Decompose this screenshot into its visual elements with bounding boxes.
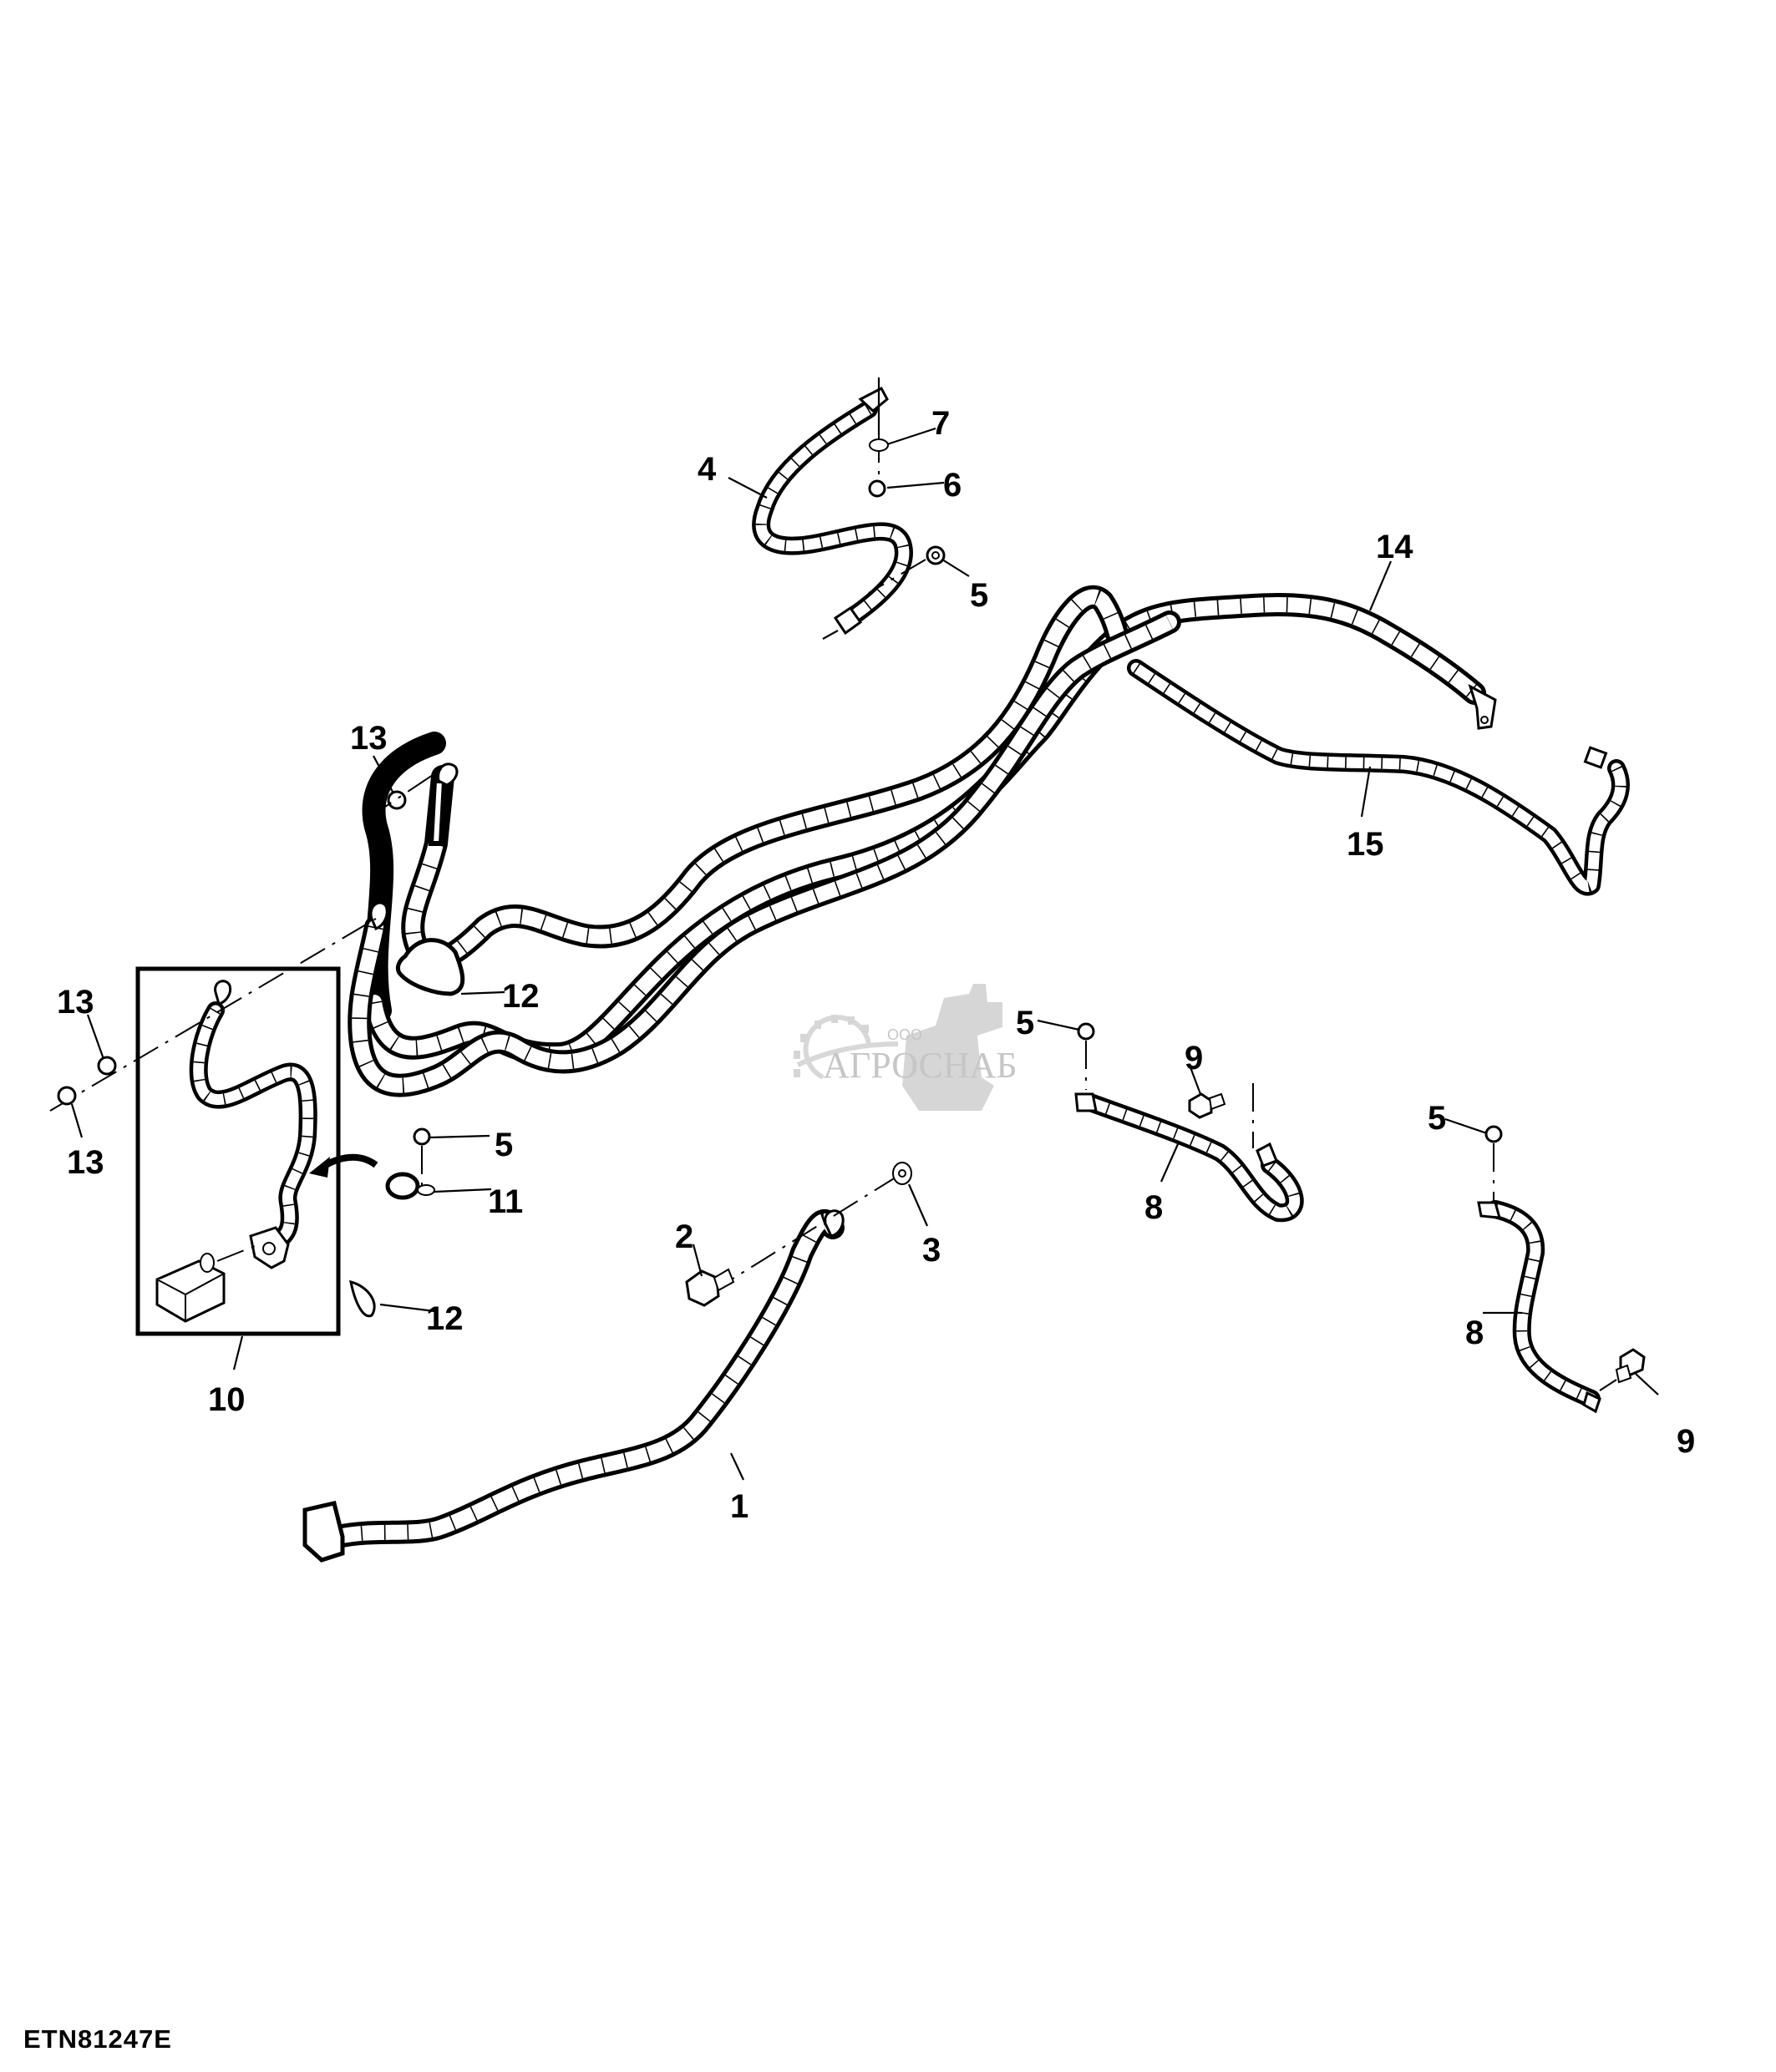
callout-10: 10: [208, 1381, 246, 1418]
cable-8b-bottom-terminal: [1582, 1391, 1601, 1414]
cable-8[interactable]: [1477, 1200, 1601, 1414]
cable-upper-left-rod: [428, 778, 448, 846]
figure-id: ETN81247E: [23, 2024, 172, 2054]
cable-15-terminal: [1583, 746, 1608, 769]
centerline: [868, 559, 926, 594]
nut-5[interactable]: [1484, 1125, 1503, 1143]
watermark-name: АГРОСНАБ: [823, 1045, 1017, 1086]
nut-13[interactable]: [387, 790, 407, 810]
bolt-9[interactable]: [1615, 1348, 1646, 1384]
nut-6[interactable]: [868, 479, 886, 498]
arrow-icon: [319, 1153, 378, 1171]
battery-post-cover: [155, 1253, 226, 1323]
callout-5: 5: [1016, 1005, 1034, 1041]
cable-1-battery-clamp: [302, 1501, 345, 1563]
strap-12[interactable]: [395, 938, 465, 996]
callout-5: 5: [1428, 1100, 1446, 1137]
cable-4-bottom-terminal: [833, 605, 863, 636]
nut-5[interactable]: [413, 1127, 431, 1146]
cable-1[interactable]: [302, 1209, 845, 1563]
washer-7[interactable]: [869, 438, 889, 452]
callout-3: 3: [922, 1232, 941, 1269]
callout-15: 15: [1347, 826, 1384, 863]
cable-15[interactable]: [1127, 659, 1630, 896]
inset-top-terminal: [214, 980, 232, 1006]
clamp-11[interactable]: [385, 1172, 435, 1200]
cable-8-left-terminal: [1074, 1092, 1098, 1112]
watermark-gear-teeth: [794, 1015, 869, 1077]
callout-14: 14: [1376, 529, 1413, 565]
cable-8b-top-terminal: [1477, 1201, 1502, 1219]
cable-1-terminal: [824, 1209, 845, 1238]
strap-12[interactable]: [349, 1279, 376, 1318]
watermark-swoosh: [796, 1041, 899, 1067]
callout-9: 9: [1185, 1040, 1203, 1077]
cable-assembly-10[interactable]: [135, 966, 341, 1336]
callout-13: 13: [350, 720, 388, 757]
cable-8-right-terminal: [1256, 1142, 1278, 1168]
centerline: [367, 768, 444, 819]
cable-upper-left-terminal: [437, 762, 459, 787]
callout-2: 2: [675, 1218, 693, 1255]
callout-5: 5: [970, 577, 988, 614]
cable-14-terminal-hole: [1480, 716, 1489, 724]
washer-3[interactable]: [892, 1162, 912, 1185]
callout-9: 9: [1677, 1423, 1695, 1460]
cable-lower-left[interactable]: [348, 610, 1181, 1097]
callout-8: 8: [1465, 1315, 1484, 1351]
callout-6: 6: [943, 467, 962, 504]
cable-lower-left-terminal: [369, 901, 388, 930]
callout-1: 1: [730, 1488, 748, 1525]
leader-lines: [70, 427, 1659, 1481]
watermark-prefix: ООО: [887, 1026, 922, 1043]
cable-4[interactable]: [752, 386, 913, 636]
centerline: [709, 1175, 899, 1294]
callout-5: 5: [495, 1127, 513, 1163]
centerline: [216, 1244, 260, 1262]
watermark-logo: ООО АГРОСНАБ: [794, 984, 1017, 1111]
centerline: [822, 630, 839, 640]
callout-13: 13: [57, 984, 94, 1021]
centerline: [1599, 1379, 1617, 1391]
bolt-9[interactable]: [1188, 1092, 1226, 1119]
callout-8: 8: [1144, 1189, 1163, 1226]
callout-4: 4: [698, 451, 717, 488]
callout-12: 12: [502, 978, 540, 1015]
callout-12: 12: [426, 1300, 464, 1337]
nut-13[interactable]: [97, 1056, 117, 1076]
callout-labels: 4 7 6 5 14 15 13 12 13 13 5 11 12 10 2 3…: [57, 405, 1695, 1525]
cable-14-terminal: [1468, 683, 1497, 730]
watermark-combine-icon: [902, 984, 1002, 1111]
bolt-2[interactable]: [685, 1268, 735, 1307]
battery-clamp-bolt: [262, 1242, 276, 1255]
nut-13[interactable]: [57, 1086, 77, 1106]
inset-box: [135, 966, 341, 1336]
cable-8[interactable]: [1074, 1092, 1304, 1223]
centerline: [49, 918, 377, 1112]
callout-7: 7: [931, 405, 950, 442]
nut-5[interactable]: [1077, 1022, 1095, 1041]
cable-4-top-terminal: [858, 386, 889, 413]
callout-11: 11: [488, 1183, 523, 1220]
callout-13: 13: [67, 1144, 104, 1181]
nut-5[interactable]: [926, 545, 946, 565]
arrowhead-icon: [309, 1157, 330, 1178]
